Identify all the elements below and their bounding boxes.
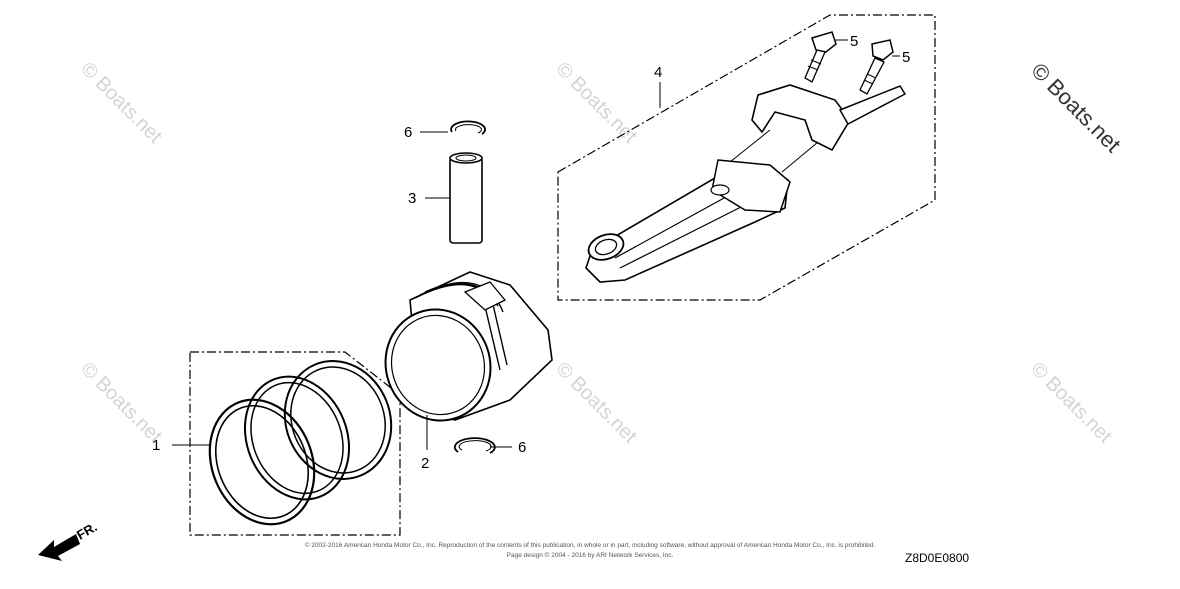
watermark-top-center: © Boats.net (551, 58, 641, 148)
rod-cap-link-a (729, 129, 771, 163)
callout-5-left[interactable]: 5 (850, 33, 858, 50)
piston-ring-set[interactable]: 1 (152, 345, 409, 540)
rod-cap (751, 84, 851, 152)
piston-crown-inner (390, 314, 486, 416)
callout-4[interactable]: 4 (654, 64, 662, 81)
callout-3[interactable]: 3 (408, 190, 416, 207)
piston-pin-boss (463, 281, 507, 311)
front-arrow-icon (38, 534, 80, 561)
connecting-rod-assembly[interactable]: 4 (557, 14, 936, 301)
rod-beam-rib (614, 191, 746, 269)
ring-middle (243, 375, 351, 501)
piston[interactable]: 2 (370, 271, 553, 472)
callout-6-lower[interactable]: 6 (518, 439, 526, 456)
rod-frame (557, 14, 936, 301)
watermark-top-left: © Boats.net (76, 58, 166, 148)
circlip-upper[interactable]: 6 (404, 120, 486, 141)
rod-small-end-bore (594, 238, 618, 256)
front-indicator: FR. (38, 519, 100, 561)
watermark-mid-left: © Boats.net (76, 358, 166, 448)
ring-set-frame (189, 351, 401, 536)
rod-bolt-right[interactable]: 5 (859, 39, 910, 95)
callout-1[interactable]: 1 (152, 437, 160, 454)
watermark-mid-right: © Boats.net (1026, 358, 1116, 448)
watermark-corner: © Boats.net (1026, 58, 1125, 157)
callout-2[interactable]: 2 (421, 455, 429, 472)
piston-pin[interactable]: 3 (408, 152, 483, 244)
diagram-code: Z8D0E0800 (905, 551, 969, 565)
rod-big-end-slot (710, 184, 730, 196)
callout-6-upper[interactable]: 6 (404, 124, 412, 141)
ring-oil (283, 360, 393, 480)
circlip-lower[interactable]: 6 (453, 437, 527, 456)
rod-cap-dipper (838, 85, 907, 126)
rod-bolt-left[interactable]: 5 (804, 31, 858, 83)
copyright-line-1: © 2002-2016 American Honda Motor Co., In… (305, 541, 876, 549)
rod-cap-link-b (781, 141, 819, 173)
copyright-line-2: Page design © 2004 - 2016 by ARI Network… (507, 551, 674, 559)
callout-5-right[interactable]: 5 (902, 49, 910, 66)
piston-crown (384, 308, 492, 422)
ring-outer (208, 398, 316, 526)
watermark-mid-center: © Boats.net (551, 358, 641, 448)
